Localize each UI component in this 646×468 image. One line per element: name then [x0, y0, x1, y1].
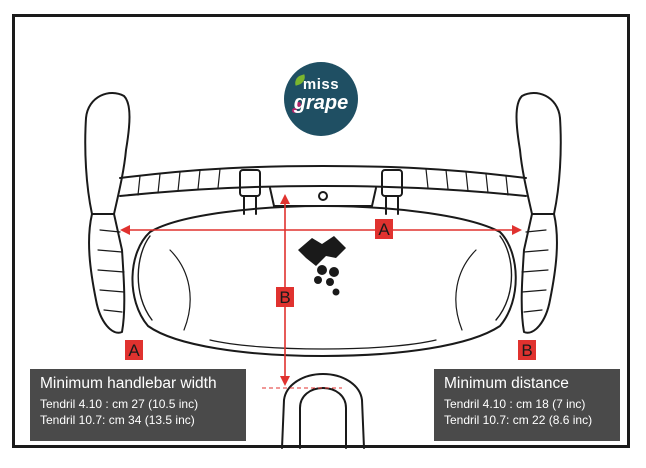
model-name: Tendril 10.7:: [40, 413, 106, 427]
spec-value: cm 18 (7 inc): [516, 397, 586, 411]
dimension-b-label: B: [276, 287, 294, 307]
min-distance-box: Minimum distance Tendril 4.10 : cm 18 (7…: [434, 369, 620, 441]
spec-value: cm 27 (10.5 inc): [112, 397, 199, 411]
min-handlebar-width-box: Minimum handlebar width Tendril 4.10 : c…: [30, 369, 246, 441]
min-handlebar-width-title: Minimum handlebar width: [40, 375, 217, 392]
grape-dot-icon: [296, 102, 301, 107]
model-name: Tendril 4.10 :: [40, 397, 109, 411]
logo-text-bottom: grape: [293, 92, 349, 114]
spec-row: Tendril 10.7: cm 34 (13.5 inc): [40, 412, 236, 428]
miss-grape-logo: miss grape: [284, 62, 358, 136]
grape-mark-icon: [298, 236, 346, 296]
spec-row: Tendril 4.10 : cm 18 (7 inc): [444, 396, 610, 412]
min-distance-title: Minimum distance: [444, 375, 569, 392]
spec-value: cm 22 (8.6 inc): [512, 413, 593, 427]
spec-row: Tendril 4.10 : cm 27 (10.5 inc): [40, 396, 236, 412]
spec-value: cm 34 (13.5 inc): [108, 413, 195, 427]
handlebar-bag: [131, 205, 517, 357]
corner-a-label: A: [125, 340, 143, 360]
dimension-a-label: A: [375, 219, 393, 239]
spec-row: Tendril 10.7: cm 22 (8.6 inc): [444, 412, 610, 428]
left-brake-hood: [84, 91, 131, 215]
head-tube: [299, 387, 347, 449]
model-name: Tendril 4.10 :: [444, 397, 513, 411]
grape-dot-icon: [292, 108, 297, 113]
handlebar-top: [119, 165, 527, 179]
corner-b-label: B: [518, 340, 536, 360]
logo-text-top: miss: [302, 76, 340, 93]
model-name: Tendril 10.7:: [444, 413, 510, 427]
right-brake-hood: [515, 91, 562, 215]
